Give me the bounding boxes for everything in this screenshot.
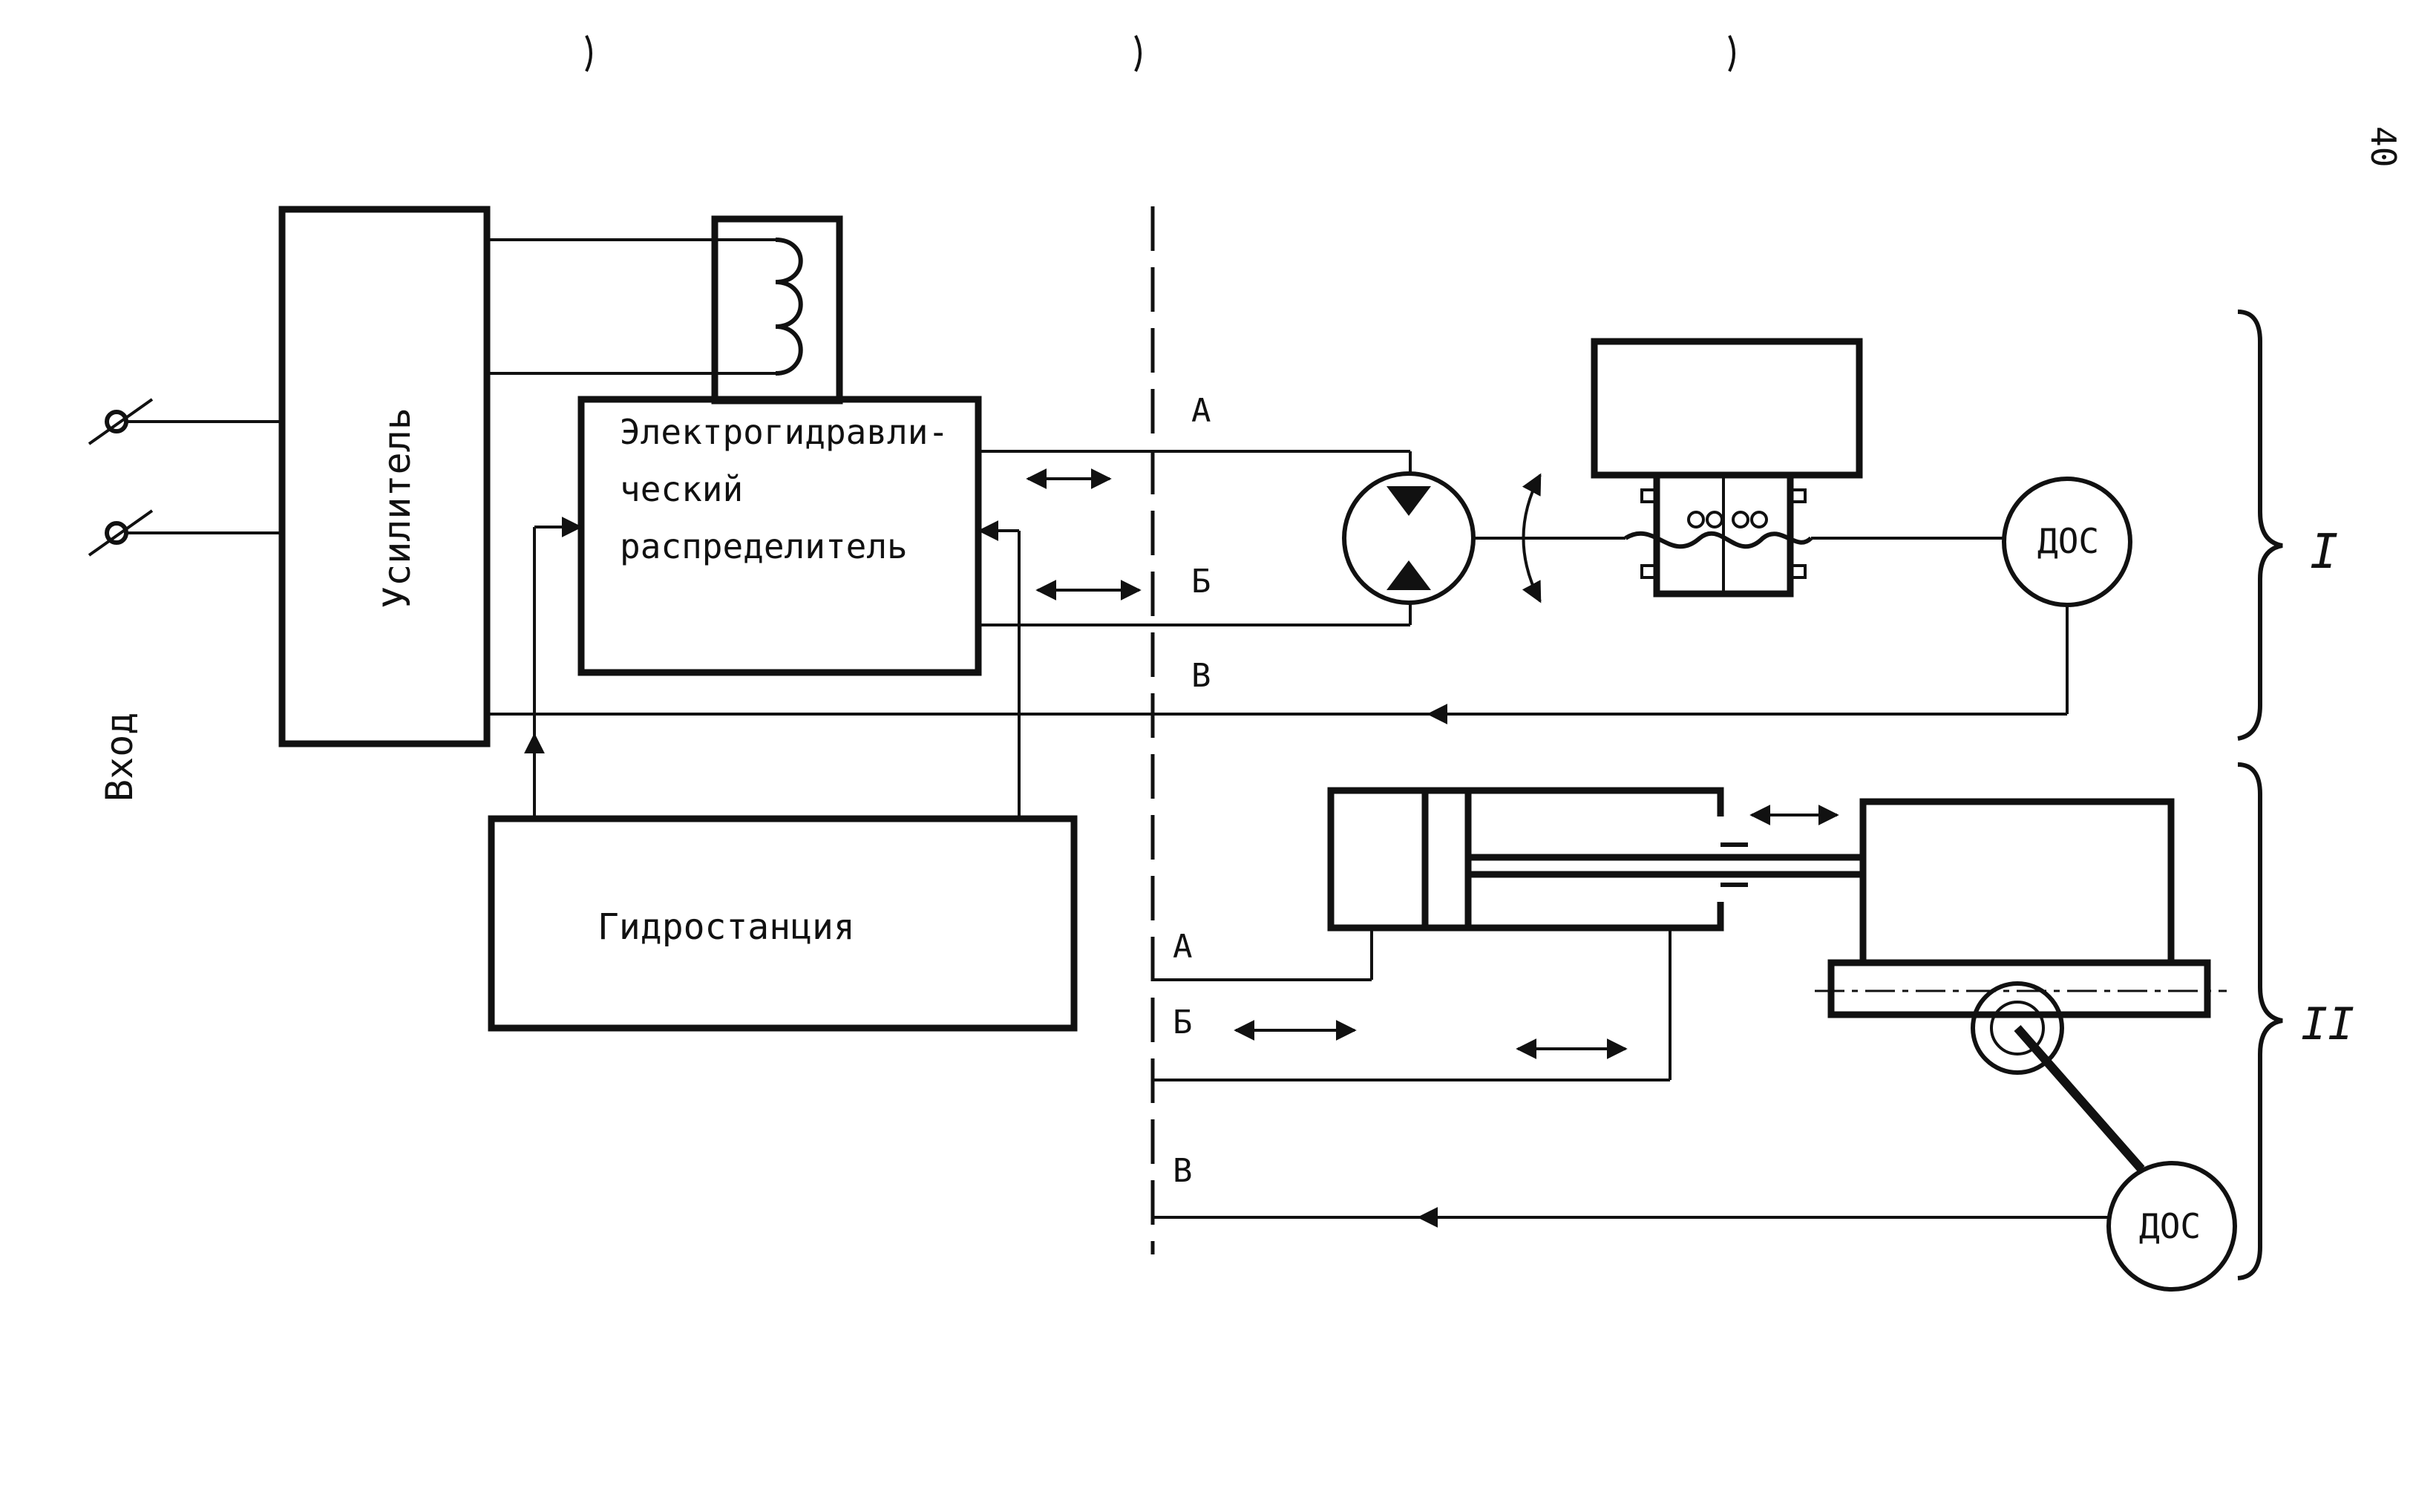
page-number: 40	[2363, 126, 2403, 167]
bottom-line-v-label: В	[1173, 1152, 1193, 1190]
amplifier-label: Усилитель	[376, 408, 419, 609]
top-marks	[585, 35, 1735, 72]
input-label: Вход	[98, 713, 141, 802]
station-lines	[524, 517, 1021, 819]
section-second-label: II	[2301, 998, 2354, 1050]
top-line-v-label: В	[1191, 657, 1211, 695]
bottom-line-a-label: А	[1173, 928, 1193, 966]
sensor-bottom-label: ДОС	[2139, 1206, 2201, 1246]
solenoid-coil	[487, 215, 843, 405]
brace-second	[2237, 762, 2283, 1280]
hydro-station-block	[488, 815, 1078, 1032]
top-line-b-label: Б	[1191, 563, 1211, 600]
hydraulic-motor	[1342, 471, 1625, 605]
distributor-label-2: ческий	[620, 469, 743, 509]
distributor-label-1: Электрогидравли-	[620, 412, 949, 452]
hydro-station-label: Гидростанция	[597, 906, 855, 948]
hydraulic-cylinder	[1327, 787, 1863, 932]
bottom-line-b-label: Б	[1173, 1004, 1193, 1041]
top-hydraulic-lines	[980, 450, 1412, 626]
top-line-a-label: А	[1191, 392, 1211, 430]
load-gearbox	[1591, 338, 2006, 598]
bottom-hydraulic-lines	[1153, 928, 1672, 1081]
sensor-bottom	[2106, 1161, 2237, 1292]
amplifier-block	[278, 206, 491, 747]
sensor-top-label: ДОС	[2037, 521, 2099, 561]
section-first-label: I	[2310, 525, 2339, 580]
distributor-label-3: распределитель	[620, 526, 908, 566]
carriage	[1815, 798, 2227, 1172]
input-terminals	[88, 398, 281, 557]
brace-first	[2237, 310, 2283, 741]
